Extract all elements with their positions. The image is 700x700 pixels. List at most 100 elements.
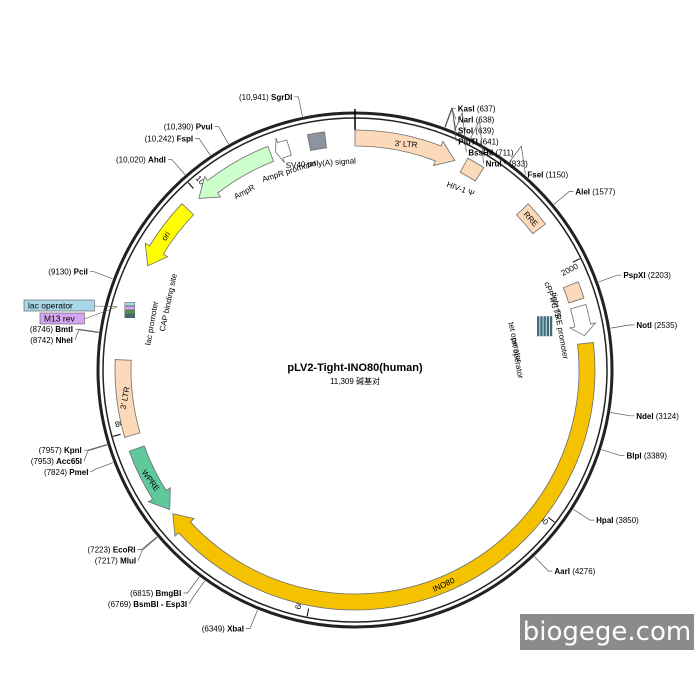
site-noti[interactable]: NotI (2535) [610,321,678,330]
site-label: (6769) BsmBI - Esp3I [108,600,187,609]
site-label: HpaI (3850) [596,516,639,525]
site-leader [83,444,108,462]
site-leader [294,96,303,117]
boxed-label-text: M13 rev [44,314,75,324]
site-bsshii[interactable]: BssHII (711) [454,112,514,157]
site-label: SfoI (639) [458,126,494,135]
plasmid-length: 11,309 碱基对 [330,376,380,386]
feature-shape-ltr-3 [114,359,141,438]
site-label: NarI (638) [458,115,495,124]
site-label: NotI (2535) [636,321,677,330]
feature-label-ori: ori [160,230,172,242]
site-hpai[interactable]: HpaI (3850) [573,509,639,525]
site-leader [454,112,467,153]
site-mlui[interactable]: (7217) MluI [95,537,158,566]
site-pcii[interactable]: (9130) PciI [48,268,113,280]
site-fspi[interactable]: (10,242) FspI [145,135,211,156]
lac-region-mark [124,314,136,319]
site-sgrdi[interactable]: (10,941) SgrDI [239,93,303,117]
tet-operator-repeat [546,316,550,337]
site-xbai[interactable]: (6349) XbaI [202,609,258,634]
watermark: biogege.com [522,617,692,647]
plasmid-name: pLV2-Tight-INO80(human) [287,362,423,374]
feature-shape-ampr [198,145,275,199]
site-ecori[interactable]: (7223) EcoRI [87,536,158,555]
site-blpi[interactable]: BlpI (3389) [601,449,668,461]
site-bmgbi[interactable]: (6815) BmgBI [130,576,200,598]
site-pmei[interactable]: (7824) PmeI [44,462,114,478]
site-fsei[interactable]: FseI (1150) [509,145,568,179]
site-bmti[interactable]: (8746) BmtI [30,325,99,334]
site-leader [90,462,114,473]
site-bsmbi-esp3i[interactable]: (6769) BsmBI - Esp3I [108,580,205,609]
site-label: (10,941) SgrDI [239,93,292,102]
tet-operator-repeat [537,316,540,337]
feature-shape-rre [515,203,547,235]
inner-label-cap-site: CAP binding site [158,272,179,332]
site-label: (8742) NheI [30,336,73,345]
site-leader [573,509,595,521]
site-leader [74,329,99,341]
feature-label-ltr-3: 3' LTR [119,386,132,410]
site-leader [75,328,99,333]
site-label: (7953) Acc65I [31,457,82,466]
site-leader [601,449,625,457]
feature-wpre[interactable]: WPRE [128,445,171,511]
tick-10000 [187,182,194,189]
site-ndei[interactable]: NdeI (3124) [610,412,679,421]
site-label: NruI * (833) [486,159,529,168]
feature-shape-tre [568,304,597,337]
site-label: AarI (4276) [554,567,595,576]
site-leader [245,609,258,629]
site-pspxi[interactable]: PspXI (2203) [598,271,672,283]
lac-region-mark [124,306,136,311]
site-nhei[interactable]: (8742) NheI [30,329,99,345]
site-leader [89,271,113,280]
feature-hiv-psi[interactable]: HIV-1 Ψ [445,157,485,198]
feature-label-tre: tight TRE promoter [550,292,571,360]
site-label: NdeI (3124) [636,412,679,421]
feature-shape-cppt [562,281,585,304]
lac-region-mark [124,310,136,315]
feature-sv40[interactable]: SV40 poly(A) signal [286,131,357,170]
feature-ino80[interactable]: INO80 [172,341,596,611]
site-leader [83,444,108,451]
site-leader [188,580,205,605]
feature-shape-ori [144,203,195,267]
site-label: PspXI (2203) [623,271,671,280]
site-label: (10,242) FspI [145,135,193,144]
site-label: BssHII (711) [468,148,514,157]
feature-ori[interactable]: ori [144,203,195,267]
site-label: BlpI (3389) [627,452,668,461]
plasmid-backbone [96,109,614,629]
boxed-label-lac-operator[interactable]: lac operator [23,299,118,312]
site-label: (6815) BmgBI [130,589,181,598]
site-pvui[interactable]: (10,390) PvuI [164,123,229,145]
tick-4000 [547,516,555,523]
site-ahdi[interactable]: (10,020) AhdI [116,156,186,175]
lac-region-mark [124,302,136,307]
tick-6000 [306,608,310,617]
feature-shape-wpre [128,445,171,511]
site-nrui[interactable]: NruI * (833) [470,119,529,168]
site-leader [534,556,553,572]
site-label: (10,020) AhdI [116,156,166,165]
site-leader [137,537,158,561]
feature-rre[interactable]: RRE [515,203,547,235]
feature-shape-hiv-psi [459,157,485,182]
site-alei[interactable]: AleI (1577) [553,187,616,205]
boxed-label-m13-rev[interactable]: M13 rev [39,306,118,325]
inner-label-lac-prom: lac promoter [144,300,161,346]
restriction-sites: (10,941) SgrDI (10,390) PvuI (10,242) FspI… [30,93,679,634]
site-label: (10,390) PvuI [164,123,213,132]
site-aari[interactable]: AarI (4276) [534,556,596,576]
feature-ltr-3[interactable]: 3' LTR [114,359,141,438]
site-kpni[interactable]: (7957) KpnI [39,444,108,455]
site-label: (7217) MluI [95,557,136,566]
feature-ltr-5[interactable]: 3' LTR [354,129,456,167]
feature-label-ltr-5: 3' LTR [394,139,418,150]
site-acc65i[interactable]: (7953) Acc65I [31,444,108,466]
boxed-label-leader [94,305,118,308]
boxed-label-leader [84,306,118,320]
